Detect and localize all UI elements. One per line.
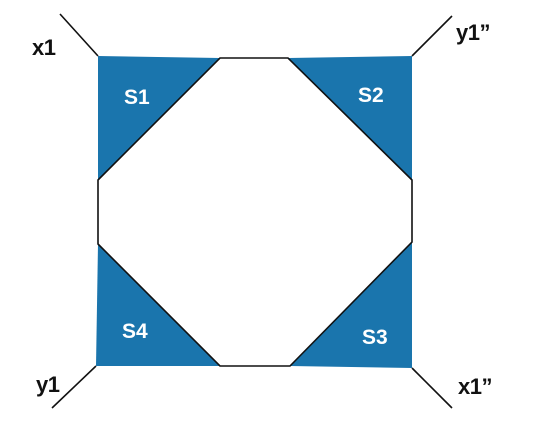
octagon-outline <box>97 57 413 367</box>
corner-label-top-left: x1 <box>32 35 56 60</box>
leader-line-top-left <box>59 13 99 57</box>
leader-line-bottom-right <box>411 367 453 409</box>
region-label-s4: S4 <box>122 320 148 343</box>
region-label-s2: S2 <box>358 84 384 107</box>
leader-line-bottom-left <box>51 365 97 409</box>
region-label-s1: S1 <box>124 86 150 109</box>
corner-label-bottom-left: y1 <box>36 372 60 397</box>
region-label-s3: S3 <box>362 326 388 349</box>
corner-label-bottom-right: x1” <box>458 374 492 399</box>
corner-label-top-right: y1” <box>456 20 490 45</box>
leader-line-top-right <box>411 15 453 57</box>
